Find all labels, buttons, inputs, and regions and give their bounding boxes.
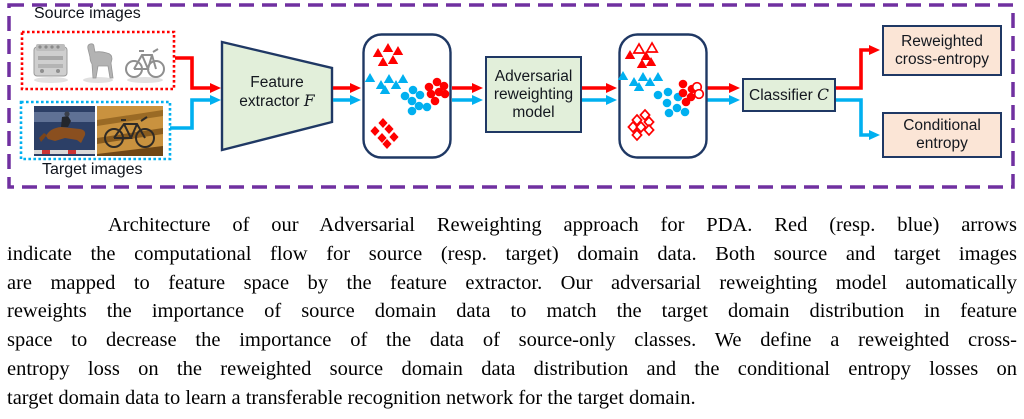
red-diamond-marker [643,123,655,137]
caption-line: space to decrease the importance of the … [7,329,1017,352]
blue-triangle-marker [618,71,629,80]
caption-line: indicate the computational flow for sour… [7,242,1017,265]
blue-triangle-marker [375,80,387,89]
red-circle-marker [426,89,436,99]
red-diamond-marker [370,126,380,136]
source-thumb-3d-horse-model [83,43,114,83]
red-circle-marker [678,88,688,98]
target-thumb-horse-jumping-photo [34,106,95,156]
blue-circle-marker [653,90,663,100]
red-triangle-marker [640,51,652,60]
red-triangle-marker [636,59,648,68]
blue-triangle-marker [364,73,376,82]
classifier-label: Classifier [749,86,813,104]
classifier-box: Classifier C [742,78,836,112]
feature-extractor-line1: Feature [250,74,304,91]
red-triangle-marker [377,57,389,66]
reweighted-cross-entropy-box: Reweighted cross-entropy [882,25,1002,76]
blue-triangle-marker [390,80,402,89]
blue-circle-marker [408,85,418,95]
loss-bottom-line1: Conditional [903,117,981,134]
blue-triangle-marker [379,85,391,94]
blue-circle-marker [664,108,674,118]
target-thumb-bicycle-photo [97,106,163,156]
red-diamond-marker [639,108,651,122]
figure-caption: Architecture of our Adversarial Reweight… [7,211,1017,413]
red-diamond-marker [627,120,639,134]
blue-triangle-marker [383,74,395,83]
red-triangle-marker [645,41,659,53]
caption-line: entropy loss on the reweighted source do… [7,357,1017,380]
blue-circle-marker [407,106,417,116]
red-diamond-marker [382,139,392,149]
reweighting-line2: reweighting [493,85,574,103]
red-circle-marker [678,79,688,89]
red-diamond-marker [377,133,387,143]
red-circle-marker [424,82,434,92]
reweighting-line3: model [512,103,555,121]
arrow-classifier-to-condentropy [836,98,880,140]
red-triangle-marker [382,43,394,52]
adversarial-reweighting-box: Adversarial reweighting model [485,56,582,133]
blue-triangle-marker [637,72,649,81]
red-diamond-marker [631,128,643,142]
blue-circle-marker [672,103,682,113]
caption-line: reweights the importance of source domai… [7,300,1017,323]
source-thumb-3d-machine-model [33,44,68,83]
blue-triangle-marker [397,74,409,83]
red-circle-marker [432,77,442,87]
arrow-classifier-to-crossentropy [836,45,880,90]
caption-line: target domain data to learn a transferab… [7,386,696,409]
feature-space-after-panel [618,33,708,159]
caption-line: are mapped to feature space by the featu… [7,271,1017,294]
red-triangle-marker [387,55,399,64]
blue-triangle-marker [628,77,640,86]
source-images-label: Source images [34,5,141,22]
blue-circle-marker [662,98,672,108]
loss-top-line2: cross-entropy [895,50,989,68]
blue-circle-marker [407,96,417,106]
red-diamond-marker [378,118,388,128]
red-triangle-marker [624,50,636,59]
red-triangle-marker [645,57,657,66]
red-diamond-marker [384,124,394,134]
red-circle-marker [439,81,449,91]
red-triangle-marker [392,46,404,55]
red-circle-marker [693,88,705,100]
blue-circle-marker [414,101,424,111]
arrow-source-to-extractor [175,56,221,93]
loss-bottom-line2: entropy [916,135,968,152]
feature-extractor-shape [220,40,334,152]
red-triangle-marker [632,42,646,54]
feature-extractor-box: Feature extractor F [222,73,332,111]
blue-circle-marker [680,107,690,117]
blue-circle-marker [663,87,673,97]
blue-circle-marker [400,91,410,101]
red-circle-marker [681,97,691,107]
blue-triangle-marker [633,82,645,91]
source-thumb-3d-bicycle-model [125,48,165,83]
blue-triangle-marker [644,77,656,86]
feature-extractor-var: F [303,92,315,110]
feature-extractor-line2: extractor [239,93,300,110]
red-diamond-marker [635,120,647,134]
blue-circle-marker [415,90,425,100]
red-triangle-marker [372,48,384,57]
red-diamond-marker [631,113,643,127]
blue-triangle-marker [652,72,664,81]
reweighting-line1: Adversarial [494,67,573,85]
red-diamond-marker [389,132,399,142]
caption-line: Architecture of our Adversarial Reweight… [108,214,1017,236]
arrow-target-to-extractor [170,95,221,130]
red-circle-marker [430,96,440,106]
outer-dashed-border [7,3,1015,189]
classifier-var: C [817,85,829,104]
conditional-entropy-box: Conditional entropy [882,112,1002,158]
loss-top-line1: Reweighted [901,32,983,50]
feature-space-before-panel [362,33,452,159]
blue-circle-marker [422,102,432,112]
architecture-diagram: Source images Target images Feature extr… [0,0,1024,196]
target-images-label: Target images [42,161,143,178]
red-circle-marker [440,89,450,99]
